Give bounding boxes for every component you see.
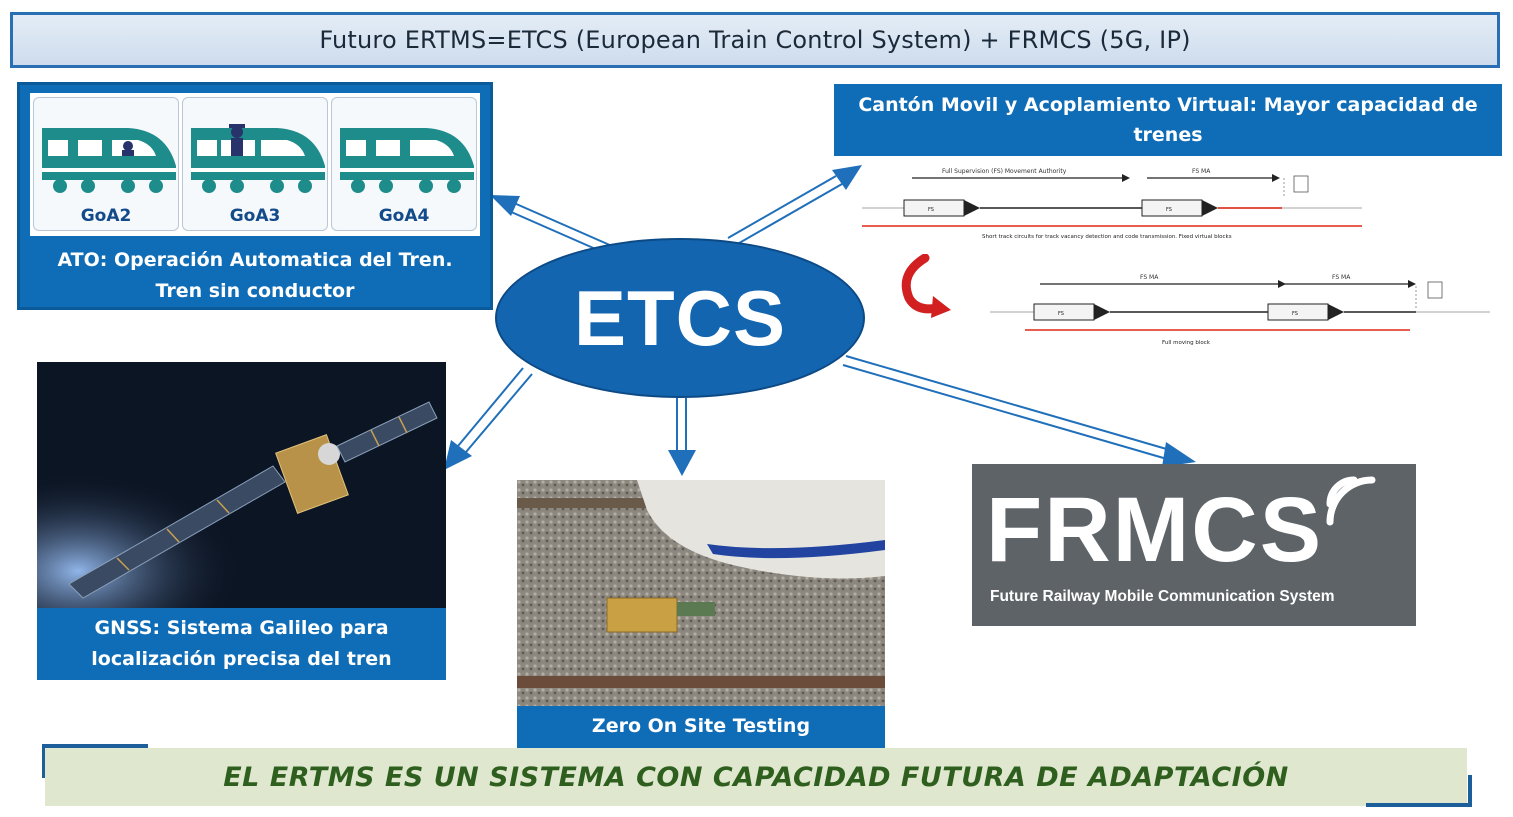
goa3-label: GoA3 [229, 206, 281, 226]
diagram1-arrow2-label: FS MA [1192, 168, 1211, 175]
driverless-train-icon [340, 128, 474, 193]
swap-arrow-icon [901, 254, 951, 318]
satellite-illustration [37, 362, 446, 608]
ato-caption-line1: ATO: Operación Automatica del Tren. [57, 249, 453, 271]
page-title: Futuro ERTMS=ETCS (European Train Contro… [319, 26, 1191, 54]
arrow-to-frmcs [842, 355, 1196, 467]
svg-text:FS: FS [1166, 207, 1172, 213]
fixed-block-diagram: Full Supervision (FS) Movement Authority… [862, 168, 1362, 240]
diagram2-arrow1-label: FS MA [1140, 274, 1159, 281]
goa2-card: GoA2 [33, 97, 179, 231]
train-1: FS [903, 199, 980, 217]
goa4-card: GoA4 [331, 97, 477, 231]
goa4-label: GoA4 [378, 206, 430, 226]
arrow-to-canton [727, 165, 862, 247]
balise-under-train-illustration [517, 480, 885, 706]
train-4: FS [1267, 303, 1344, 321]
ato-caption-line2: Tren sin conductor [155, 280, 355, 302]
banner-text: EL ERTMS ES UN SISTEMA CON CAPACIDAD FUT… [223, 761, 1289, 793]
gnss-caption-line2: localización precisa del tren [91, 648, 392, 670]
arrow-to-zos [668, 398, 696, 476]
zos-caption: Zero On Site Testing [591, 715, 811, 737]
svg-text:FS: FS [1292, 311, 1298, 317]
diagram2-caption: Full moving block [1162, 340, 1211, 346]
title-bar: Futuro ERTMS=ETCS (European Train Contro… [10, 12, 1500, 68]
train-with-driver-icon [42, 128, 176, 193]
frmcs-subtitle: Future Railway Mobile Communication Syst… [990, 588, 1335, 605]
frmcs-logo: FRMCS Future Railway Mobile Communicatio… [972, 464, 1416, 626]
etcs-label: ETCS [573, 273, 787, 362]
svg-text:FS: FS [928, 207, 934, 213]
diagram2-arrow2-label: FS MA [1332, 274, 1351, 281]
arrow-to-ato [490, 195, 613, 255]
banner-bracket-top-left [42, 744, 148, 778]
goa2-label: GoA2 [80, 206, 132, 226]
ato-caption: ATO: Operación Automatica del Tren. Tren… [20, 245, 490, 307]
goa3-card: GoA3 [182, 97, 328, 231]
gnss-caption-box: GNSS: Sistema Galileo para localización … [37, 608, 446, 680]
canton-header-line2: trenes [1133, 124, 1203, 146]
frmcs-logo-text: FRMCS [986, 479, 1324, 581]
diagram1-arrow1-label: Full Supervision (FS) Movement Authority [942, 168, 1067, 175]
diagram1-caption: Short track circuits for track vacancy d… [982, 234, 1232, 240]
svg-text:FS: FS [1058, 311, 1064, 317]
etcs-hub: ETCS [495, 238, 865, 398]
train-with-attendant-icon [191, 124, 325, 193]
gnss-caption: GNSS: Sistema Galileo para localización … [37, 613, 446, 675]
ato-panel: GoA2 GoA3 [17, 82, 493, 310]
galileo-satellite-image [37, 362, 446, 608]
moving-block-diagram: FS MA FS MA FS FS Full moving block [990, 274, 1490, 346]
wifi-signal-icon [1326, 476, 1376, 526]
train-3: FS [1033, 303, 1110, 321]
goa-trains-strip: GoA2 GoA3 [30, 93, 480, 236]
train-2: FS [1141, 199, 1218, 217]
bottom-banner: EL ERTMS ES UN SISTEMA CON CAPACIDAD FUT… [45, 748, 1467, 806]
banner-bracket-bottom-right [1366, 775, 1472, 807]
canton-header-line1: Cantón Movil y Acoplamiento Virtual: May… [858, 94, 1478, 116]
gnss-caption-line1: GNSS: Sistema Galileo para [94, 617, 389, 639]
zos-caption-box: Zero On Site Testing [517, 706, 885, 748]
arrow-to-gnss [444, 367, 533, 470]
zero-on-site-photo [517, 480, 885, 706]
canton-header: Cantón Movil y Acoplamiento Virtual: May… [834, 84, 1502, 156]
